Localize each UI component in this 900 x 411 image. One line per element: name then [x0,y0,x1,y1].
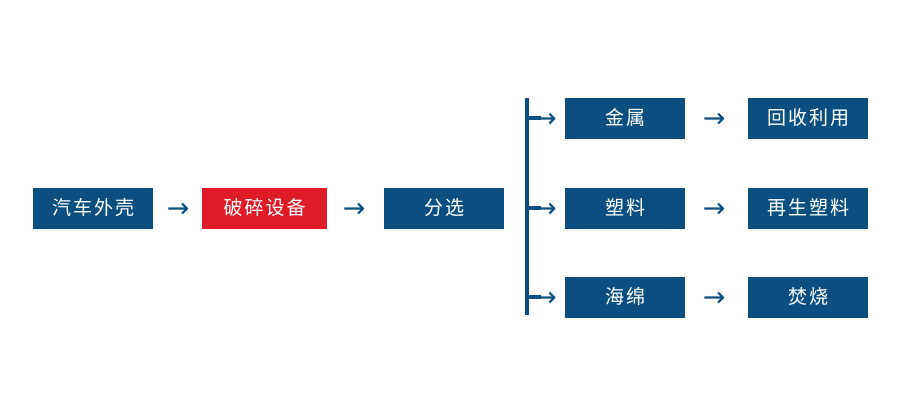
arrow-right-icon-metal-to-recycle: → [702,102,726,134]
branch-stem-plastic [527,206,541,210]
node-car-shell[interactable]: 汽车外壳 [33,188,153,229]
arrow-right-icon-crusher-to-sorting: → [342,192,366,224]
branch-stem-sponge [527,295,541,299]
node-recycle-reuse[interactable]: 回收利用 [748,98,868,139]
node-sorting[interactable]: 分选 [384,188,504,229]
node-plastic[interactable]: 塑料 [565,188,685,229]
node-crushing-equipment[interactable]: 破碎设备 [202,188,327,229]
node-sponge[interactable]: 海绵 [565,277,685,318]
node-incineration[interactable]: 焚烧 [748,277,868,318]
node-metal[interactable]: 金属 [565,98,685,139]
arrow-right-icon-branch-plastic: → [534,192,557,224]
arrow-right-icon-shell-to-crusher: → [166,192,190,224]
node-regenerated-plastic[interactable]: 再生塑料 [748,188,868,229]
arrow-right-icon-plastic-to-regenerated: → [702,192,726,224]
branch-stem-metal [527,116,541,120]
arrow-right-icon-branch-sponge: → [534,281,557,313]
arrow-right-icon-branch-metal: → [534,102,557,134]
arrow-right-icon-sponge-to-incineration: → [702,281,726,313]
